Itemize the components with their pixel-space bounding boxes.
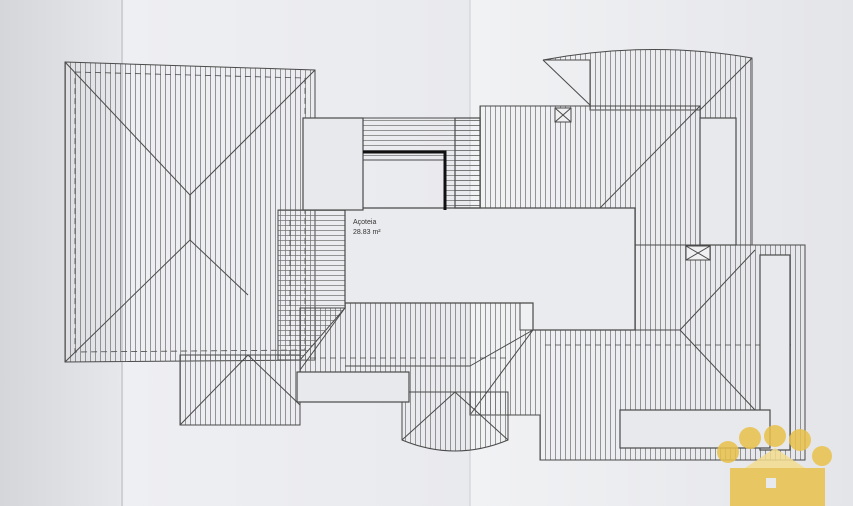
stair-void xyxy=(454,117,481,209)
roof-ridge xyxy=(679,249,756,331)
skylight xyxy=(685,245,711,261)
roof-ridge xyxy=(469,329,534,367)
roof-ridge xyxy=(454,391,509,441)
roof-ridge xyxy=(299,307,346,371)
tree-house-logo-icon xyxy=(717,425,832,506)
roof-ridge xyxy=(542,59,591,106)
roof-ridge xyxy=(699,57,753,111)
side-passage-right xyxy=(699,117,737,246)
roof-ridge xyxy=(189,239,249,296)
roof-ridge xyxy=(679,329,756,411)
roof-ridge xyxy=(189,69,316,196)
roof-bottom-bay xyxy=(401,391,509,452)
terrace-top-light xyxy=(302,117,364,211)
skylight xyxy=(554,107,572,123)
roof-ridge xyxy=(247,354,301,406)
roof-ridge xyxy=(179,354,249,426)
terrace-acoteia xyxy=(344,207,636,331)
room-area-label: 28.83 m² xyxy=(353,229,381,236)
roof-ridge xyxy=(64,61,191,196)
parapet-wall xyxy=(363,150,447,210)
roof-ridge xyxy=(599,105,701,209)
roof-ridge xyxy=(401,391,456,441)
lower-passage-left xyxy=(296,371,410,403)
roof-lower-left-wing xyxy=(179,354,301,426)
roof-ridge xyxy=(64,239,191,363)
room-name-label: Açoteia xyxy=(353,219,376,226)
